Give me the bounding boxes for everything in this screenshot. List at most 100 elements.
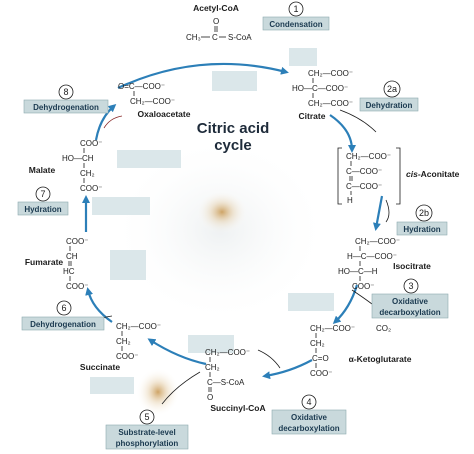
svg-text:CH₂—COO⁻: CH₂—COO⁻ [130, 97, 175, 106]
side-arrow-hydration [385, 199, 390, 223]
acetyl-coa-methyl: CH₃ [186, 33, 201, 42]
svg-text:CH₂—COO⁻: CH₂—COO⁻ [116, 322, 161, 331]
svg-text:O: O [207, 393, 213, 402]
svg-text:CH₂: CH₂ [310, 339, 325, 348]
acetyl-coa-name: Acetyl-CoA [193, 3, 239, 13]
cis-aconitate-structure: CH₂—COO⁻ C—COO⁻ C—COO⁻ H [346, 152, 391, 205]
diagram-title-line2: cycle [214, 137, 252, 154]
step-2a-label: Dehydration [359, 97, 419, 112]
svg-text:Dehydration: Dehydration [366, 101, 413, 110]
acetyl-coa-carbon: C [212, 33, 218, 42]
blank-label-box [92, 197, 150, 215]
blank-label-box [110, 250, 146, 280]
step-3-label: Oxidative decarboxylation [371, 293, 449, 319]
isocitrate-name: Isocitrate [393, 261, 431, 271]
blank-label-box [188, 335, 234, 353]
step-4-label: Oxidative decarboxylation [271, 409, 347, 435]
blank-label-box [90, 377, 134, 394]
svg-text:COO⁻: COO⁻ [116, 352, 138, 361]
svg-text:COO⁻: COO⁻ [66, 237, 88, 246]
svg-text:Substrate-level: Substrate-level [118, 428, 175, 437]
fumarate-structure: COO⁻ CH HC COO⁻ [63, 237, 88, 291]
blank-label-box [117, 150, 181, 168]
svg-text:H: H [347, 196, 353, 205]
co2-product: CO₂ [376, 324, 391, 333]
svg-text:HC: HC [63, 267, 75, 276]
svg-text:COO⁻: COO⁻ [352, 282, 374, 291]
succinyl-coa-structure: CH₂—COO⁻ CH₂ C—S-CoA O [205, 348, 250, 402]
svg-text:3: 3 [408, 281, 413, 291]
svg-text:CH₂—COO⁻: CH₂—COO⁻ [205, 348, 250, 357]
svg-text:Oxidative: Oxidative [291, 413, 328, 422]
cycle-arrow-to-cis-aconitate [329, 114, 356, 153]
cycle-arrow-condensation [117, 62, 289, 89]
step-7-badge: 7 [35, 186, 51, 202]
blank-label-box [212, 71, 257, 91]
blank-label-box [288, 293, 334, 311]
svg-text:H—C—COO⁻: H—C—COO⁻ [347, 252, 397, 261]
cycle-arrow-to-oxaloacetate [94, 104, 117, 141]
svg-text:COO⁻: COO⁻ [310, 369, 332, 378]
svg-text:COO⁻: COO⁻ [80, 184, 102, 193]
diagram-title-line1: Citric acid [197, 120, 270, 137]
svg-text:COO⁻: COO⁻ [80, 139, 102, 148]
cycle-arrow-to-ketoglutarate [332, 284, 359, 325]
side-arrow-substrate-phosphorylation [161, 371, 201, 405]
fumarate-name: Fumarate [25, 257, 64, 267]
step-1-badge: 1 [288, 1, 304, 17]
citrate-structure: CH₂—COO⁻ HO—C—COO⁻ CH₂—COO⁻ [292, 69, 353, 108]
svg-text:CH₂: CH₂ [205, 363, 220, 372]
svg-text:2a: 2a [387, 84, 397, 94]
citrate-name: Citrate [299, 111, 326, 121]
side-arrow-oxidative-decarboxylation-3 [351, 289, 373, 305]
svg-text:7: 7 [40, 189, 45, 199]
center-blur-spot [196, 190, 248, 234]
svg-text:HO—C—H: HO—C—H [338, 267, 378, 276]
oxaloacetate-structure: O=C—COO⁻ CH₂—COO⁻ [118, 82, 175, 106]
step-2b-label: Hydration [396, 221, 448, 236]
svg-text:O=C—COO⁻: O=C—COO⁻ [118, 82, 165, 91]
step-2a-badge: 2a [383, 80, 401, 98]
step-5-badge: 5 [139, 409, 155, 425]
svg-text:Condensation: Condensation [269, 20, 322, 29]
step-6-badge: 6 [56, 300, 72, 316]
svg-text:HO—CH: HO—CH [62, 154, 94, 163]
svg-text:HO—C—COO⁻: HO—C—COO⁻ [292, 84, 348, 93]
svg-text:CH₂—COO⁻: CH₂—COO⁻ [355, 237, 400, 246]
step-7-label: Hydration [17, 201, 69, 216]
svg-text:CH₂: CH₂ [116, 337, 131, 346]
oxaloacetate-name: Oxaloacetate [138, 109, 191, 119]
step-1-label: Condensation [262, 16, 330, 31]
svg-text:CH₂—COO⁻: CH₂—COO⁻ [310, 324, 355, 333]
malate-name: Malate [29, 165, 56, 175]
step-8-label: Dehydrogenation [23, 99, 109, 114]
svg-text:5: 5 [144, 412, 149, 422]
svg-text:Dehydrogenation: Dehydrogenation [30, 320, 96, 329]
cycle-arrow-to-isocitrate [372, 195, 384, 231]
acetyl-coa-oxygen: O [213, 17, 219, 26]
succinate-name: Succinate [80, 362, 120, 372]
cis-aconitate-bracket [337, 147, 401, 205]
lower-blur-spot [136, 368, 180, 416]
svg-text:CH: CH [66, 252, 78, 261]
step-8-badge: 8 [58, 84, 74, 100]
svg-text:Oxidative: Oxidative [392, 297, 429, 306]
cycle-arrow-to-succinate [147, 338, 207, 366]
ketoglutarate-name: α-Ketoglutarate [349, 354, 412, 364]
svg-text:phosphorylation: phosphorylation [116, 439, 179, 448]
svg-text:CH₂—COO⁻: CH₂—COO⁻ [346, 152, 391, 161]
svg-text:Dehydrogenation: Dehydrogenation [33, 103, 99, 112]
side-arrow-dehydrogenation-8 [103, 115, 123, 129]
svg-text:C—COO⁻: C—COO⁻ [346, 182, 382, 191]
svg-text:1: 1 [293, 4, 298, 14]
cis-aconitate-name: cis-Aconitate [406, 169, 460, 179]
step-5-label: Substrate-level phosphorylation [105, 424, 189, 450]
svg-text:Hydration: Hydration [403, 225, 440, 234]
svg-text:8: 8 [63, 87, 68, 97]
svg-text:Hydration: Hydration [24, 205, 61, 214]
step-3-badge: 3 [403, 278, 419, 294]
cycle-arrow-to-fumarate [85, 287, 113, 323]
svg-text:decarboxylation: decarboxylation [379, 308, 440, 317]
step-4-badge: 4 [301, 394, 317, 410]
